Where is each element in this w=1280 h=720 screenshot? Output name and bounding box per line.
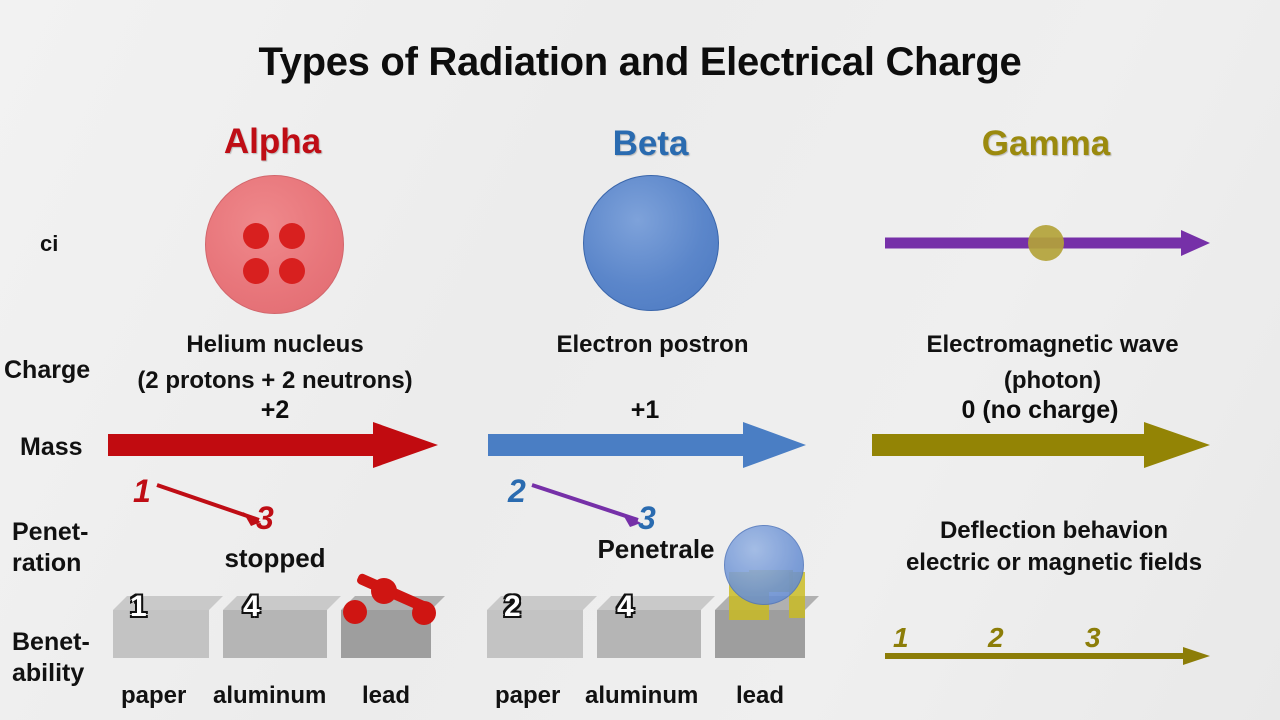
block-number-beta-paper: 2 [504, 590, 521, 623]
row-label-benetability: Benet- ability [12, 627, 90, 689]
description-gamma: Electromagnetic wave (photon) [865, 327, 1240, 399]
gamma-scale-arrow-icon [885, 647, 1210, 665]
photon-dot-icon [1028, 225, 1064, 261]
charge-value-beta: +1 [630, 396, 660, 424]
column-heading-gamma: Gamma [981, 124, 1111, 163]
description-beta: Electron postron [480, 327, 825, 363]
penetration-word-beta: Penetrale [597, 534, 715, 564]
neutron-dot-icon [279, 258, 305, 284]
gamma-scale-number-3: 3 [1085, 622, 1101, 653]
electron-circle-icon [583, 175, 719, 311]
charge-value-gamma: 0 (no charge) [961, 396, 1119, 424]
row-label-benetability-line2: ability [12, 659, 85, 687]
material-label-paper: paper [495, 682, 561, 709]
neutron-dot-icon [243, 258, 269, 284]
description-gamma-line2: (photon) [1003, 367, 1102, 394]
row-label-ci: ci [40, 231, 59, 256]
deflection-text-gamma-line1: Deflection behavion [939, 517, 1169, 544]
material-label-lead: lead [362, 682, 411, 709]
block-number-alpha-paper: 1 [130, 590, 147, 623]
block-number-alpha-aluminum: 4 [243, 590, 260, 623]
column-heading-alpha: Alpha [223, 122, 322, 161]
deflection-arrow-beta-icon [531, 483, 641, 527]
row-label-charge: Charge [4, 356, 91, 384]
material-label-aluminum: aluminum [213, 682, 327, 709]
row-label-penetration: Penet- ration [12, 517, 88, 579]
deflection-arrow-alpha-icon [156, 483, 261, 526]
gamma-scale-number-1: 1 [893, 622, 909, 653]
mass-arrow-alpha [108, 422, 438, 468]
proton-dot-icon [243, 223, 269, 249]
proton-dot-icon [279, 223, 305, 249]
deflection-text-gamma: Deflection behavion electric or magnetic… [865, 515, 1243, 579]
gamma-scale-number-2: 2 [988, 622, 1004, 653]
row-label-mass: Mass [20, 433, 83, 461]
description-beta-line1: Electron postron [556, 331, 749, 358]
alpha-particle-dot-icon [412, 601, 436, 625]
row-label-penetration-line2: ration [12, 549, 82, 577]
row-label-penetration-line1: Penet- [12, 518, 89, 546]
page-title: Types of Radiation and Electrical Charge [258, 40, 1022, 84]
mass-arrow-gamma [872, 422, 1210, 468]
material-label-paper: paper [121, 682, 187, 709]
description-alpha-line2: (2 protons + 2 neutrons) [137, 367, 413, 394]
block-number-beta-aluminum: 4 [617, 590, 634, 623]
beta-particle-sphere-icon [724, 525, 804, 605]
deflection-number-beta-from: 2 [508, 473, 526, 509]
description-gamma-line1: Electromagnetic wave [926, 331, 1179, 358]
deflection-number-alpha-to: 3 [256, 500, 274, 536]
material-label-lead: lead [736, 682, 785, 709]
description-alpha-line1: Helium nucleus [186, 331, 364, 358]
deflection-number-beta-to: 3 [638, 500, 656, 536]
charge-value-alpha: +2 [260, 396, 290, 424]
description-alpha: Helium nucleus (2 protons + 2 neutrons) [100, 327, 450, 399]
helium-nucleus-circle-icon [205, 175, 344, 314]
deflection-number-alpha-from: 1 [133, 473, 151, 509]
mass-arrow-beta [488, 422, 806, 468]
alpha-particle-dot-icon [371, 578, 397, 604]
row-label-benetability-line1: Benet- [12, 628, 90, 656]
material-label-aluminum: aluminum [585, 682, 699, 709]
deflection-text-gamma-line2: electric or magnetic fields [905, 549, 1203, 576]
column-heading-beta: Beta [612, 124, 689, 163]
alpha-particle-dot-icon [343, 600, 367, 624]
penetration-word-alpha: stopped [224, 543, 326, 573]
